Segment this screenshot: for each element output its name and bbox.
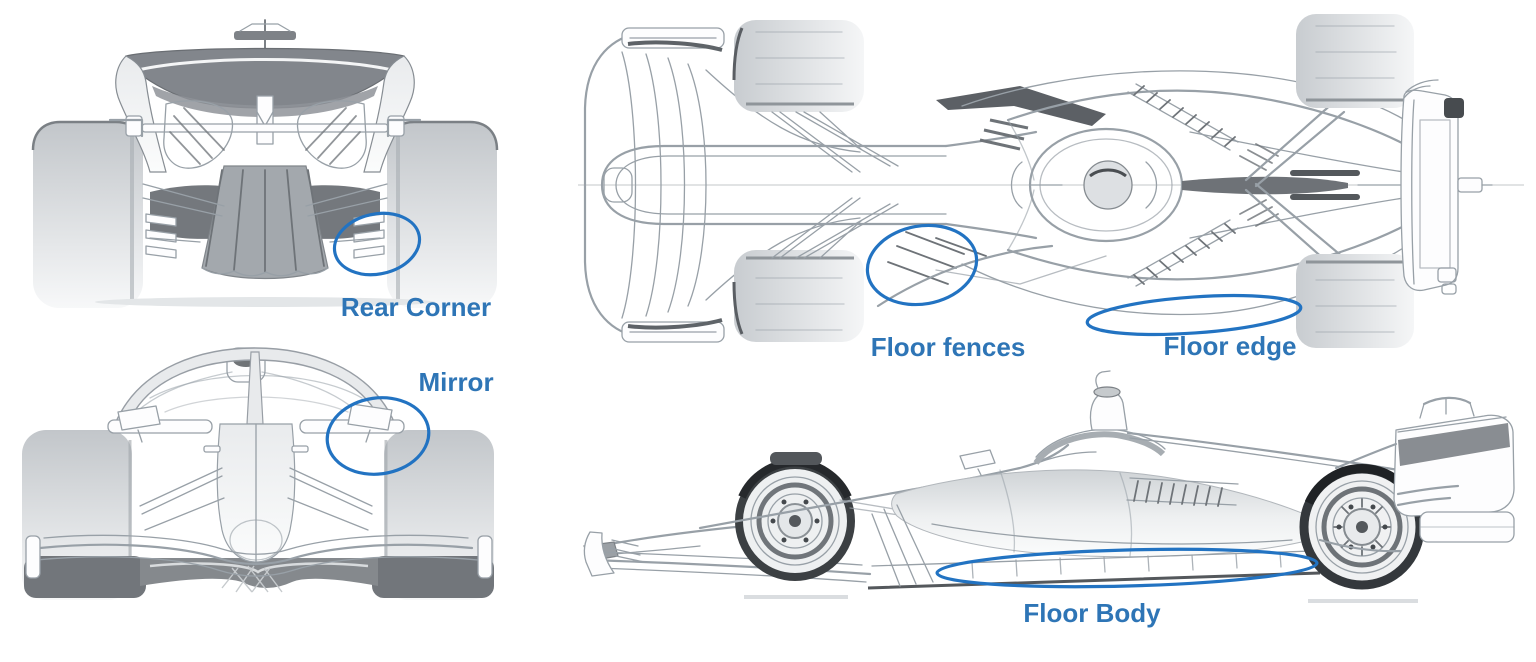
ground-shadow-side bbox=[744, 595, 1418, 603]
rear-tires bbox=[31, 120, 499, 308]
front-wing bbox=[25, 534, 493, 579]
rear-wing-top bbox=[1400, 79, 1493, 295]
rear-wheel-lugs bbox=[1336, 504, 1388, 550]
rear-tires-top bbox=[1296, 14, 1414, 348]
floor-body-ellipse bbox=[935, 547, 1319, 589]
floor-fences-label: Floor fences bbox=[871, 332, 1026, 362]
drs-actuator bbox=[234, 19, 296, 59]
floor-line bbox=[149, 237, 381, 243]
airbox-side bbox=[1089, 370, 1128, 431]
mirror-right bbox=[347, 403, 393, 443]
mirror-ellipse bbox=[325, 396, 431, 476]
floor-edge-label: Floor edge bbox=[1164, 331, 1297, 361]
front-suspension bbox=[139, 467, 373, 531]
floor-fences-ellipse bbox=[865, 223, 979, 307]
rear-corner-ellipse bbox=[332, 211, 422, 277]
front-suspension-top bbox=[771, 111, 899, 259]
diffuser bbox=[201, 165, 329, 280]
view-top: Floor fences Floor edge bbox=[578, 14, 1524, 362]
floor-fences-lines bbox=[876, 231, 1107, 308]
wheel-lugs bbox=[770, 499, 820, 543]
front-wing-side bbox=[583, 531, 872, 583]
brake-duct-fins-right bbox=[353, 213, 385, 259]
cockpit-halo-top bbox=[1010, 127, 1184, 243]
front-tires-top bbox=[732, 20, 864, 342]
halo-side bbox=[1033, 428, 1166, 465]
body-outline-top bbox=[961, 70, 1449, 316]
nose-top bbox=[600, 130, 1038, 240]
rear-wing bbox=[108, 47, 422, 173]
nose-chassis bbox=[203, 423, 309, 563]
louvres-side bbox=[1126, 477, 1239, 507]
view-front: Mirror bbox=[22, 347, 494, 600]
rear-wing-side bbox=[1318, 396, 1515, 553]
mirror-left bbox=[117, 405, 161, 443]
mirror-vane-dark bbox=[936, 86, 1106, 151]
rear-corner-label: Rear Corner bbox=[341, 292, 491, 322]
endplate-louvres bbox=[163, 100, 367, 169]
louvres-top-upper bbox=[1127, 83, 1279, 171]
engine-spine bbox=[1182, 176, 1348, 195]
floor-edge-ellipse bbox=[1085, 293, 1303, 337]
view-rear: Rear Corner bbox=[31, 19, 499, 322]
sidepod bbox=[891, 469, 1324, 558]
brake-duct-fins-left bbox=[145, 213, 177, 259]
rear-suspension-top bbox=[1244, 100, 1409, 270]
front-wing-top bbox=[583, 27, 861, 343]
front-wheel bbox=[735, 452, 855, 581]
mirror-label: Mirror bbox=[418, 367, 493, 397]
view-side: Floor Body bbox=[583, 370, 1515, 628]
rear-suspension bbox=[142, 183, 388, 217]
floor-body-label: Floor Body bbox=[1023, 598, 1161, 628]
ground-shadow bbox=[95, 297, 435, 307]
